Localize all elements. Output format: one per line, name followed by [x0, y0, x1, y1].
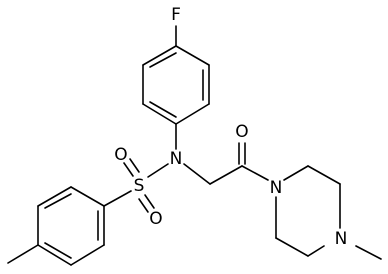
- n-ch2-bond: [183, 163, 211, 185]
- n-s-bond: [147, 163, 169, 178]
- atom-label-amide-nitrogen: N: [270, 178, 283, 198]
- atom-label-carbonyl-oxygen: O: [235, 122, 248, 142]
- s-aryl-bond: [103, 190, 132, 207]
- fluorophenyl-ring: [142, 45, 210, 125]
- atom-label-methyl-nitrogen: N: [335, 229, 348, 249]
- piperazine-ring: [275, 165, 341, 257]
- tolyl-ring: [37, 186, 105, 266]
- n-methyl-bond: [355, 245, 382, 260]
- atom-label-fluorine: F: [171, 5, 181, 25]
- tolyl-methyl-bond: [7, 244, 39, 264]
- sulfonyl-double-bonds: [123, 158, 155, 213]
- carbonyl-double-bond: [238, 142, 246, 165]
- atom-label-sulfonyl-oxygen-top: O: [114, 145, 127, 165]
- atom-label-sulfonamide-nitrogen: N: [170, 149, 183, 169]
- carbonyl-n-bond: [241, 165, 269, 181]
- atom-label-sulfur: S: [134, 176, 145, 196]
- ch2-carbonyl-bond: [209, 165, 243, 185]
- atom-label-sulfonyl-oxygen-bottom: O: [149, 209, 162, 229]
